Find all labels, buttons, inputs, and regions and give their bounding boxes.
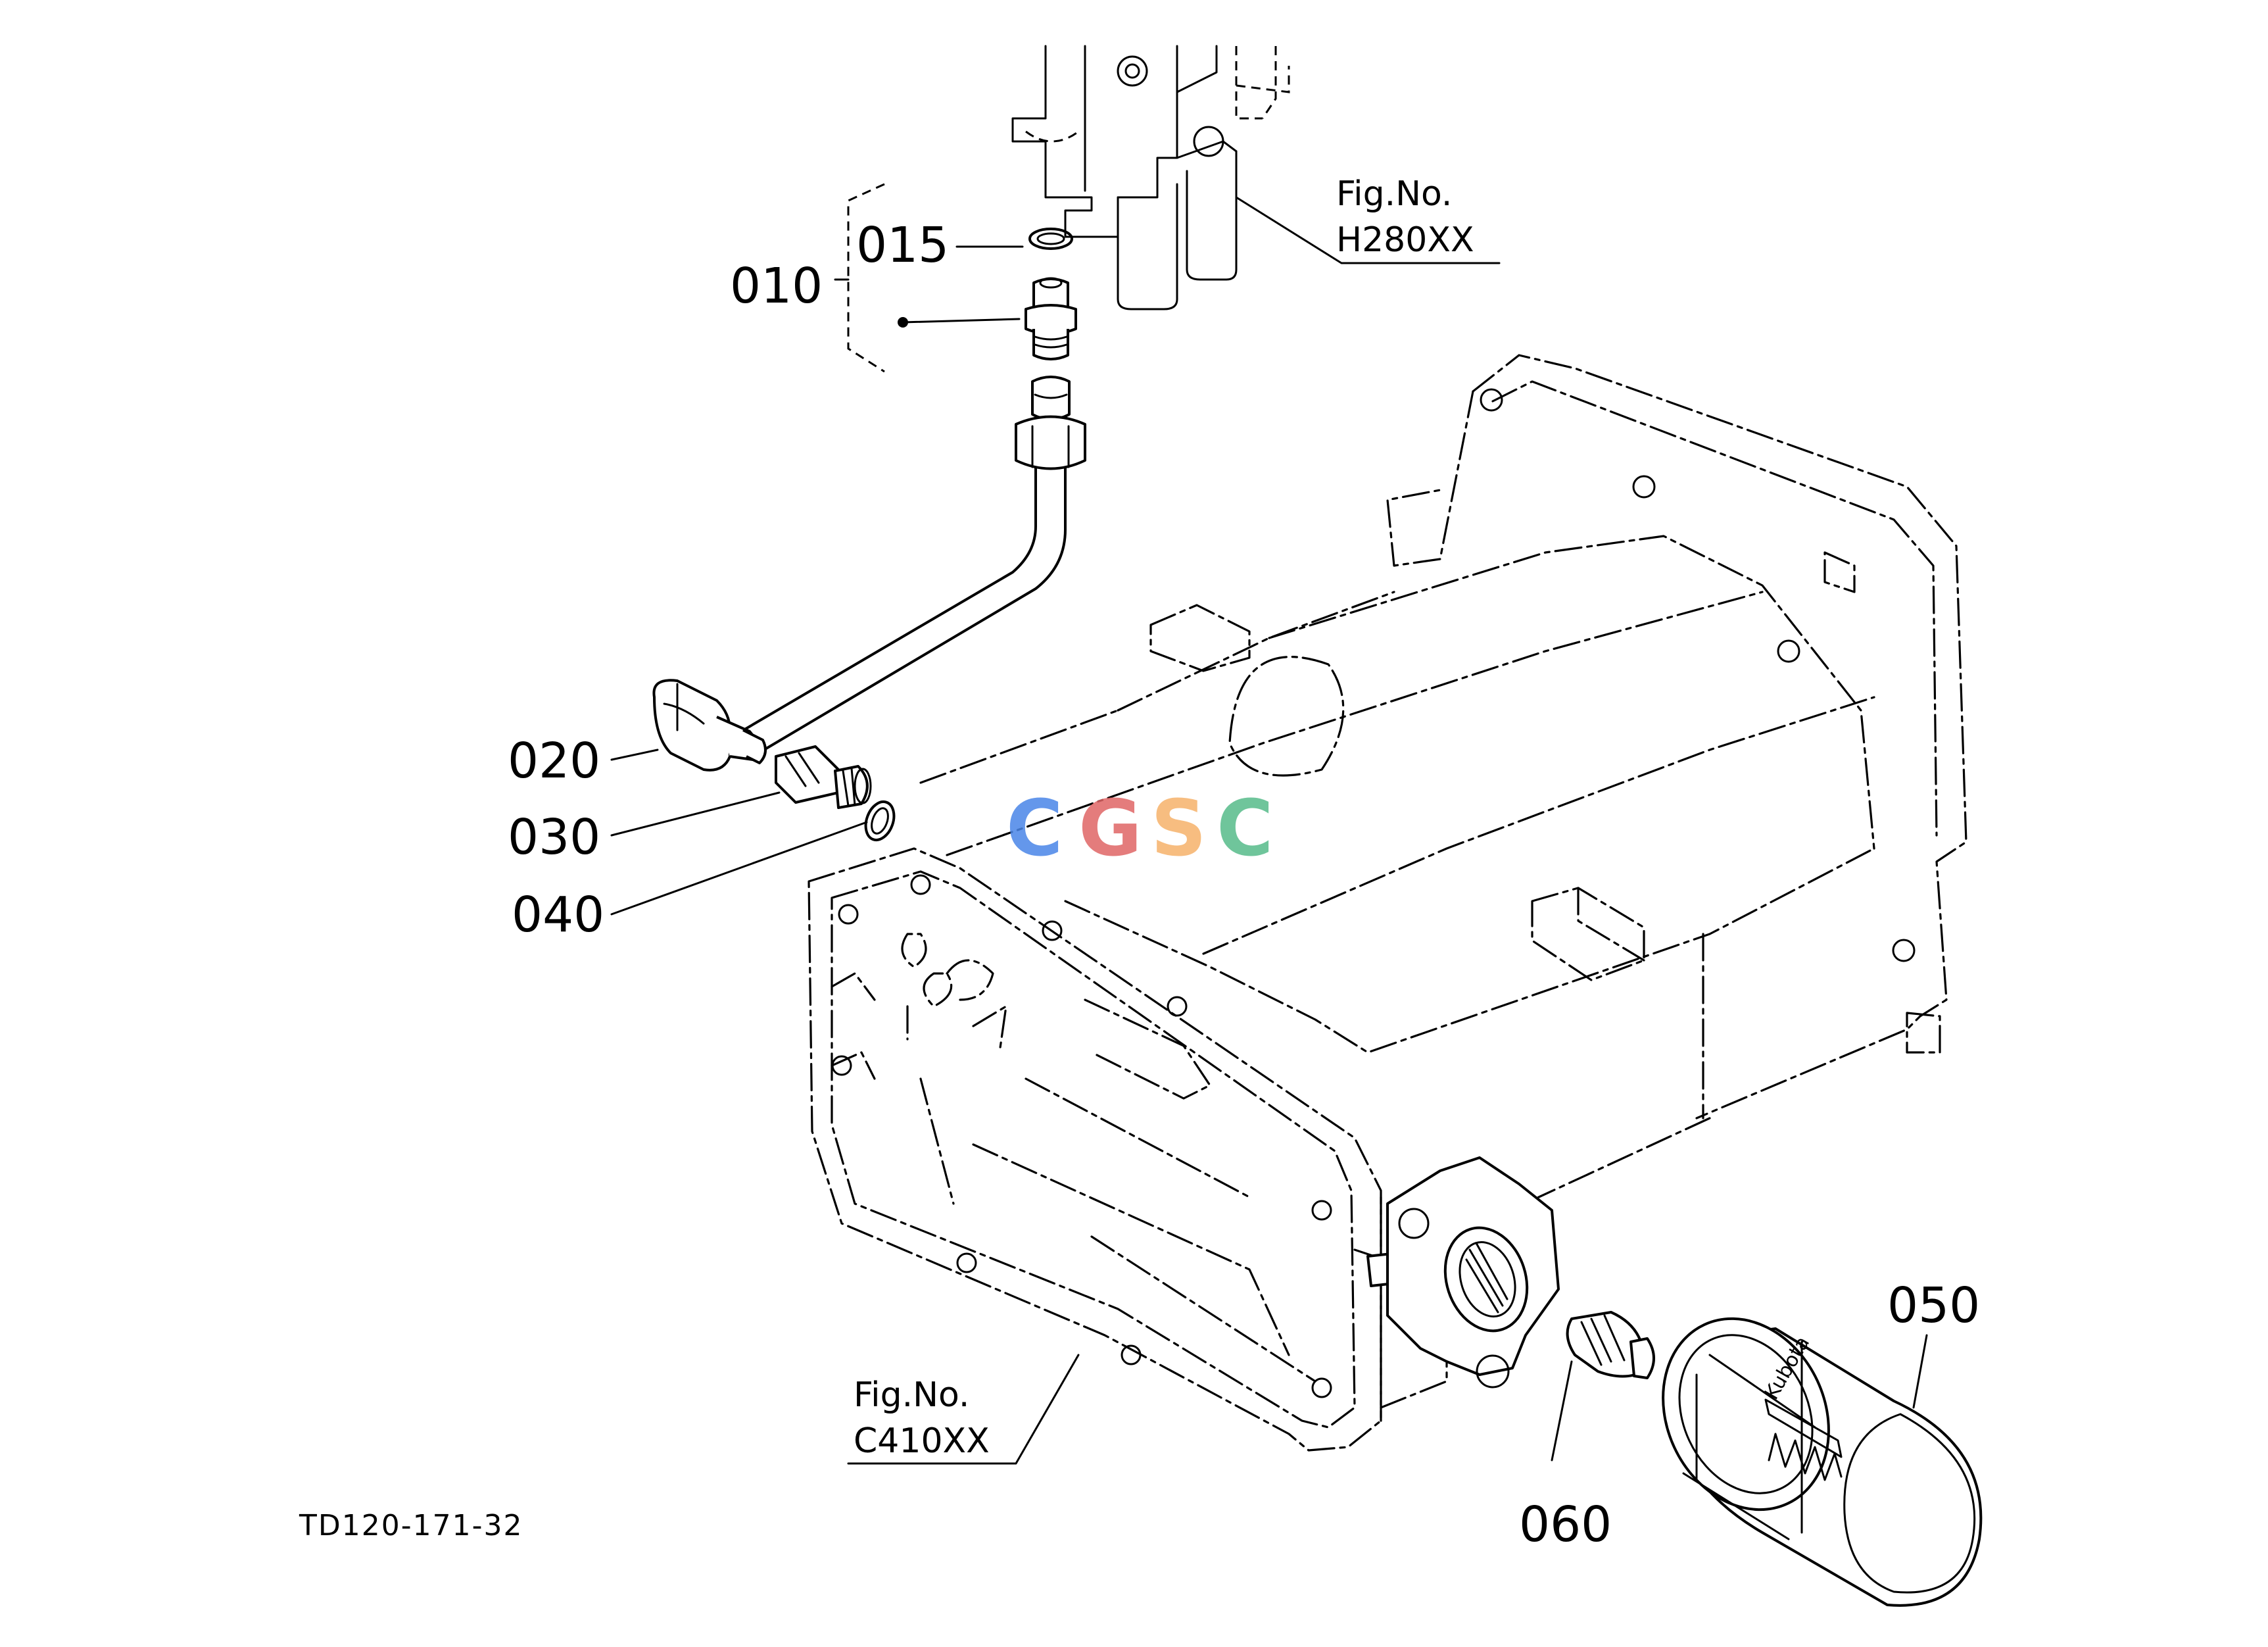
- fig-ref-c410xx-line1[interactable]: Fig.No.: [854, 1375, 969, 1415]
- leader-fig-c410xx: [847, 1354, 1080, 1465]
- part-label-060[interactable]: 060: [1519, 1496, 1612, 1553]
- watermark: C G S C: [1006, 783, 1274, 873]
- part-label-030[interactable]: 030: [508, 809, 600, 866]
- group-bracket-010: [847, 183, 885, 373]
- part-label-010[interactable]: 010: [730, 258, 823, 314]
- part-label-040[interactable]: 040: [512, 887, 604, 943]
- adapter-010-drawing: [1025, 277, 1077, 360]
- part-label-050[interactable]: 050: [1887, 1277, 1980, 1334]
- hydraulic-valve-phantom: [1011, 45, 1290, 310]
- pipe-assembly-020-drawing: [652, 376, 1086, 772]
- part-label-015[interactable]: 015: [856, 217, 949, 274]
- drawing-reference-code: TD120-171-32: [299, 1509, 523, 1542]
- filter-pipe-060-drawing: [1566, 1311, 1655, 1379]
- watermark-letter-1: C: [1006, 783, 1063, 873]
- oil-filter-050-drawing: Kubota: [1662, 1317, 1983, 1607]
- o-ring-040-drawing: [864, 800, 896, 842]
- fig-ref-h280xx-line1[interactable]: Fig.No.: [1336, 174, 1452, 214]
- part-label-020[interactable]: 020: [508, 733, 600, 789]
- watermark-letter-2: G: [1078, 783, 1142, 873]
- watermark-letter-4: C: [1217, 783, 1274, 873]
- leader-fig-h280xx: [1235, 196, 1501, 264]
- fig-ref-h280xx-line2[interactable]: H280XX: [1336, 220, 1474, 260]
- fig-ref-c410xx-line2[interactable]: C410XX: [854, 1421, 990, 1461]
- watermark-letter-3: S: [1151, 783, 1207, 873]
- filter-mount-boss: [1386, 1156, 1560, 1389]
- adapter-030-drawing: [775, 745, 872, 809]
- o-ring-015-drawing: [1028, 228, 1073, 250]
